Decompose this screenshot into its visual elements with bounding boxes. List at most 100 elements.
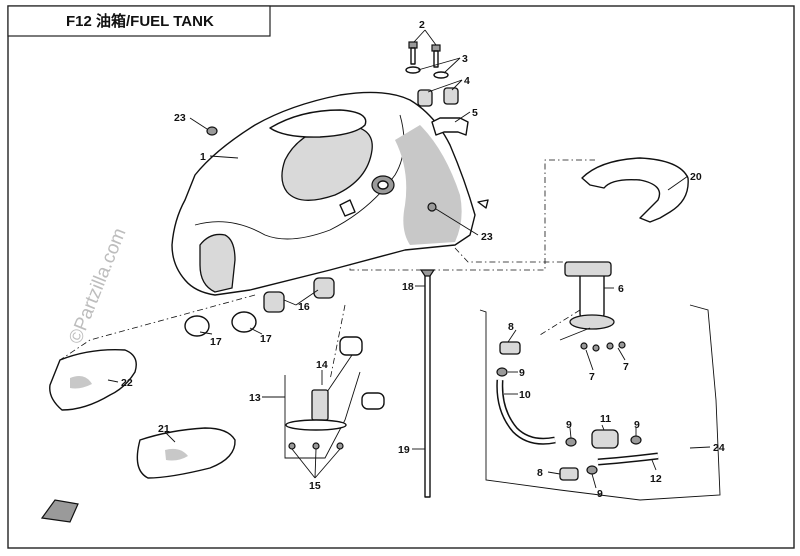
callout-8b: 8	[537, 467, 543, 479]
callout-2: 2	[419, 19, 425, 31]
fuel-cap-center	[377, 180, 389, 190]
hose-assembly	[479, 304, 721, 501]
sender-plate	[285, 419, 347, 431]
bolt-stack-left	[405, 41, 433, 107]
callout-14: 14	[316, 359, 328, 371]
fuel-tank	[171, 91, 476, 296]
callout-8a: 8	[508, 321, 514, 333]
pump-bolt-2	[592, 344, 600, 352]
clip-right	[477, 199, 489, 209]
hose-clamp-lower	[586, 465, 598, 475]
pump-bolt-4	[618, 341, 626, 349]
quick-connector-upper	[499, 341, 521, 355]
callout-16: 16	[298, 301, 310, 313]
callout-22: 22	[121, 377, 133, 389]
washer-left	[405, 66, 421, 74]
fuel-filter	[591, 429, 619, 449]
mounting-bracket	[431, 117, 469, 136]
sender-body	[311, 389, 329, 421]
side-pad-22	[49, 349, 137, 411]
leader-lines	[107, 29, 711, 489]
cushions	[184, 277, 335, 337]
sender-screw-1	[288, 442, 296, 450]
callout-17a: 17	[210, 336, 222, 348]
callout-11: 11	[600, 413, 611, 425]
sender-float-lower	[361, 392, 385, 410]
fuel-level-sender	[284, 336, 385, 459]
side-pad-21-cutout	[165, 448, 188, 461]
bolt-shank-left	[410, 47, 416, 65]
watermark-text: ©Partzilla.com	[65, 225, 130, 347]
drain-tube	[419, 269, 436, 498]
title-box	[7, 5, 271, 37]
sender-screw-2	[312, 442, 320, 450]
callout-23b: 23	[481, 231, 493, 243]
callout-12: 12	[650, 473, 662, 485]
fuel-tank-mount-tab	[339, 199, 356, 217]
bolt-shank-right	[433, 50, 439, 68]
callout-3: 3	[462, 53, 468, 65]
callout-9d: 9	[597, 488, 603, 500]
callout-10: 10	[519, 389, 531, 401]
callout-9a: 9	[519, 367, 525, 379]
cushion-16-right	[313, 277, 335, 299]
fuel-tank-tunnel	[199, 233, 236, 293]
fuel-pump-nipple	[559, 327, 591, 341]
diagram-frame	[7, 5, 795, 549]
fuel-tank-ridge	[194, 114, 405, 240]
callout-21: 21	[158, 423, 170, 435]
cushion-17-left	[184, 315, 210, 337]
side-pad-21	[136, 427, 236, 479]
pump-bolt-1	[580, 342, 588, 350]
fuel-pump-top	[564, 261, 612, 277]
fuel-tank-top-opening	[269, 109, 367, 138]
callout-19: 19	[398, 444, 410, 456]
callout-20: 20	[690, 171, 702, 183]
damper-left	[417, 89, 433, 107]
bolt-head-left	[408, 41, 418, 49]
callout-1: 1	[200, 151, 206, 163]
fuel-pump	[559, 261, 626, 352]
sender-bracket	[284, 371, 361, 459]
hose-assembly-bracket	[479, 304, 721, 501]
diagram-title: F12 油箱/FUEL TANK	[66, 12, 214, 30]
callout-9c: 9	[634, 419, 640, 431]
callout-9b: 9	[566, 419, 572, 431]
callout-6: 6	[618, 283, 624, 295]
dash-line-left-pad	[59, 294, 256, 361]
fuel-tank-grommet-hole	[427, 202, 437, 212]
drain-tube-body	[424, 274, 431, 498]
title-block: F12 油箱/FUEL TANK	[7, 5, 271, 37]
callout-4: 4	[464, 75, 470, 87]
quick-connector-lower	[559, 467, 579, 481]
drain-tube-clip	[419, 269, 436, 277]
callout-7b: 7	[623, 361, 629, 373]
sender-float-upper	[339, 336, 363, 356]
dash-line-sender	[329, 304, 346, 381]
heat-shield	[581, 157, 689, 223]
washer-right	[433, 71, 449, 79]
callout-7a: 7	[589, 371, 595, 383]
cushion-17-right	[231, 311, 257, 333]
callout-17b: 17	[260, 333, 272, 345]
callout-13: 13	[249, 392, 261, 404]
dash-line-pump	[454, 247, 573, 272]
pump-bolt-3	[606, 342, 614, 350]
hose-clamp-right	[630, 435, 642, 445]
hose-clamp-mid	[565, 437, 577, 447]
callout-labels: 1 2 3 4 5 6 7 7 8 8 9 9 9 9 10 11 12 13 …	[121, 19, 725, 500]
callout-18: 18	[402, 281, 414, 293]
callout-15: 15	[309, 480, 321, 492]
damper-right	[443, 87, 459, 105]
front-direction-badge	[40, 499, 79, 523]
side-pad-22-cutout	[70, 376, 92, 389]
sender-screw-3	[336, 442, 344, 450]
cushion-16-left	[263, 291, 285, 313]
bolt-stack-right	[431, 44, 459, 105]
callout-5: 5	[472, 107, 478, 119]
rubber-grommet-left	[206, 126, 218, 136]
sender-float-arm	[324, 354, 353, 396]
bolt-head-right	[431, 44, 441, 52]
fuel-pump-flange	[569, 314, 615, 330]
